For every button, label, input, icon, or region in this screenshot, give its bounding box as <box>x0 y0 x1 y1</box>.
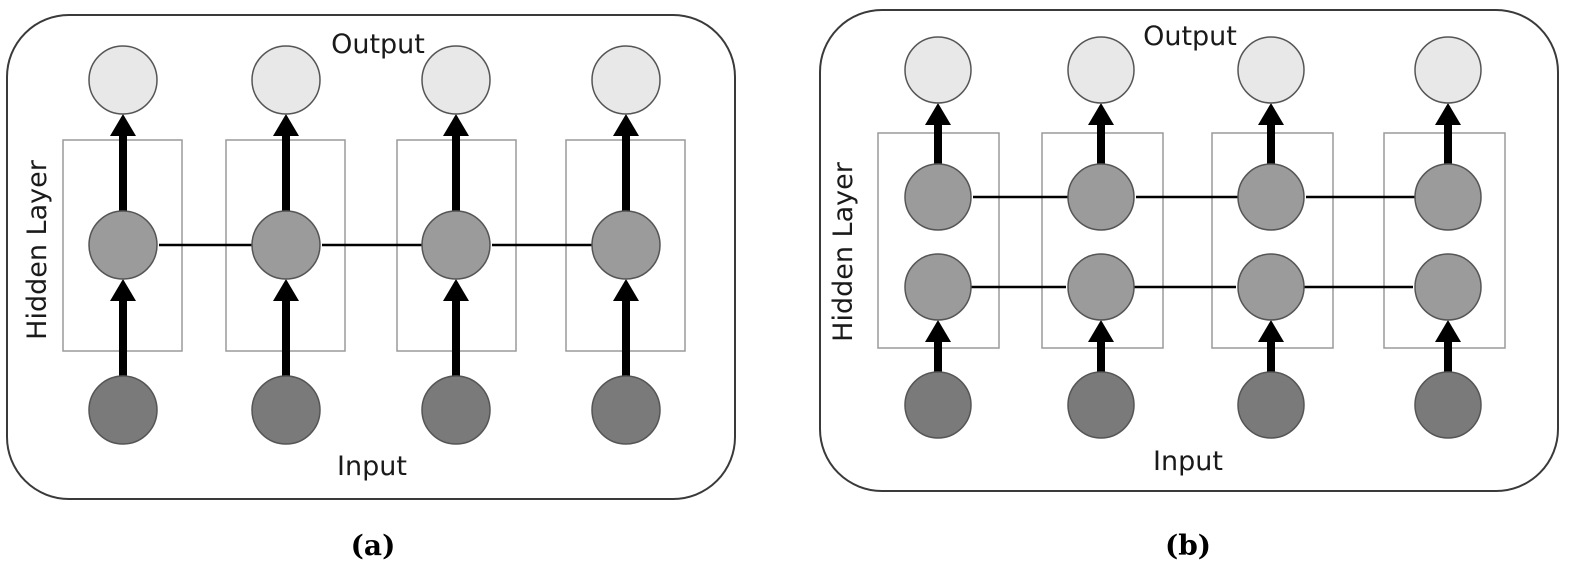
output-label: Output <box>1143 21 1237 52</box>
output-node <box>904 36 972 104</box>
hidden-to-output-arrow <box>110 114 136 211</box>
hidden-layer-label: Hidden Layer <box>22 159 53 340</box>
backward-hidden-node <box>1414 253 1482 321</box>
output-label: Output <box>331 29 425 60</box>
panel-caption: (b) <box>1165 529 1211 562</box>
hidden-to-output-arrow-head <box>1435 103 1461 125</box>
hidden-to-output-arrow-head <box>110 114 136 136</box>
hidden-to-output-arrow-head <box>443 114 469 136</box>
hidden-to-output-arrow <box>613 114 639 211</box>
panel-b: Output Input Hidden Layer (b) <box>819 9 1559 562</box>
hidden-to-output-arrow-head <box>1258 103 1284 125</box>
input-to-hidden-arrow-head <box>1258 320 1284 342</box>
input-node <box>1067 371 1135 439</box>
input-to-hidden-arrow-head <box>443 279 469 301</box>
hidden-to-output-arrow-head <box>273 114 299 136</box>
input-node <box>1414 371 1482 439</box>
hidden-to-output-arrow <box>1435 103 1461 164</box>
output-node <box>251 45 321 115</box>
output-node <box>1237 36 1305 104</box>
hidden-node <box>591 210 661 280</box>
input-node <box>904 371 972 439</box>
input-label: Input <box>337 451 407 482</box>
hidden-node <box>251 210 321 280</box>
input-to-hidden-arrow-head <box>613 279 639 301</box>
forward-hidden-node <box>1067 163 1135 231</box>
hidden-to-output-arrow-head <box>613 114 639 136</box>
hidden-to-output-arrow <box>1258 103 1284 164</box>
input-to-hidden-arrow <box>110 279 136 376</box>
panel-a: Output Input Hidden Layer (a) <box>6 14 736 562</box>
input-to-hidden-arrow-head <box>110 279 136 301</box>
output-node <box>591 45 661 115</box>
input-to-hidden-arrow <box>443 279 469 376</box>
input-to-hidden-arrow-head <box>273 279 299 301</box>
forward-hidden-node <box>1414 163 1482 231</box>
input-node <box>421 375 491 445</box>
panel-a-network <box>62 45 686 445</box>
hidden-layer-label: Hidden Layer <box>828 161 859 342</box>
input-label: Input <box>1153 446 1223 477</box>
hidden-to-output-arrow <box>1088 103 1114 164</box>
hidden-to-output-arrow <box>443 114 469 211</box>
input-node <box>251 375 321 445</box>
backward-hidden-node <box>1067 253 1135 321</box>
output-node <box>421 45 491 115</box>
hidden-node <box>88 210 158 280</box>
input-to-hidden-arrow <box>1435 320 1461 372</box>
output-node <box>88 45 158 115</box>
forward-hidden-node <box>1237 163 1305 231</box>
input-to-hidden-arrow <box>1088 320 1114 372</box>
hidden-to-output-arrow-head <box>925 103 951 125</box>
panel-b-network <box>877 36 1506 439</box>
hidden-to-output-arrow-head <box>1088 103 1114 125</box>
forward-hidden-node <box>904 163 972 231</box>
input-to-hidden-arrow <box>273 279 299 376</box>
input-node <box>591 375 661 445</box>
panel-caption: (a) <box>351 529 396 562</box>
backward-hidden-node <box>1237 253 1305 321</box>
input-to-hidden-arrow <box>1258 320 1284 372</box>
input-node <box>88 375 158 445</box>
input-to-hidden-arrow <box>613 279 639 376</box>
input-to-hidden-arrow-head <box>925 320 951 342</box>
panel-b-frame <box>819 9 1559 492</box>
hidden-to-output-arrow <box>273 114 299 211</box>
input-to-hidden-arrow-head <box>1435 320 1461 342</box>
input-to-hidden-arrow <box>925 320 951 372</box>
output-node <box>1067 36 1135 104</box>
panel-a-frame <box>6 14 736 500</box>
hidden-node <box>421 210 491 280</box>
hidden-to-output-arrow <box>925 103 951 164</box>
input-to-hidden-arrow-head <box>1088 320 1114 342</box>
backward-hidden-node <box>904 253 972 321</box>
output-node <box>1414 36 1482 104</box>
input-node <box>1237 371 1305 439</box>
